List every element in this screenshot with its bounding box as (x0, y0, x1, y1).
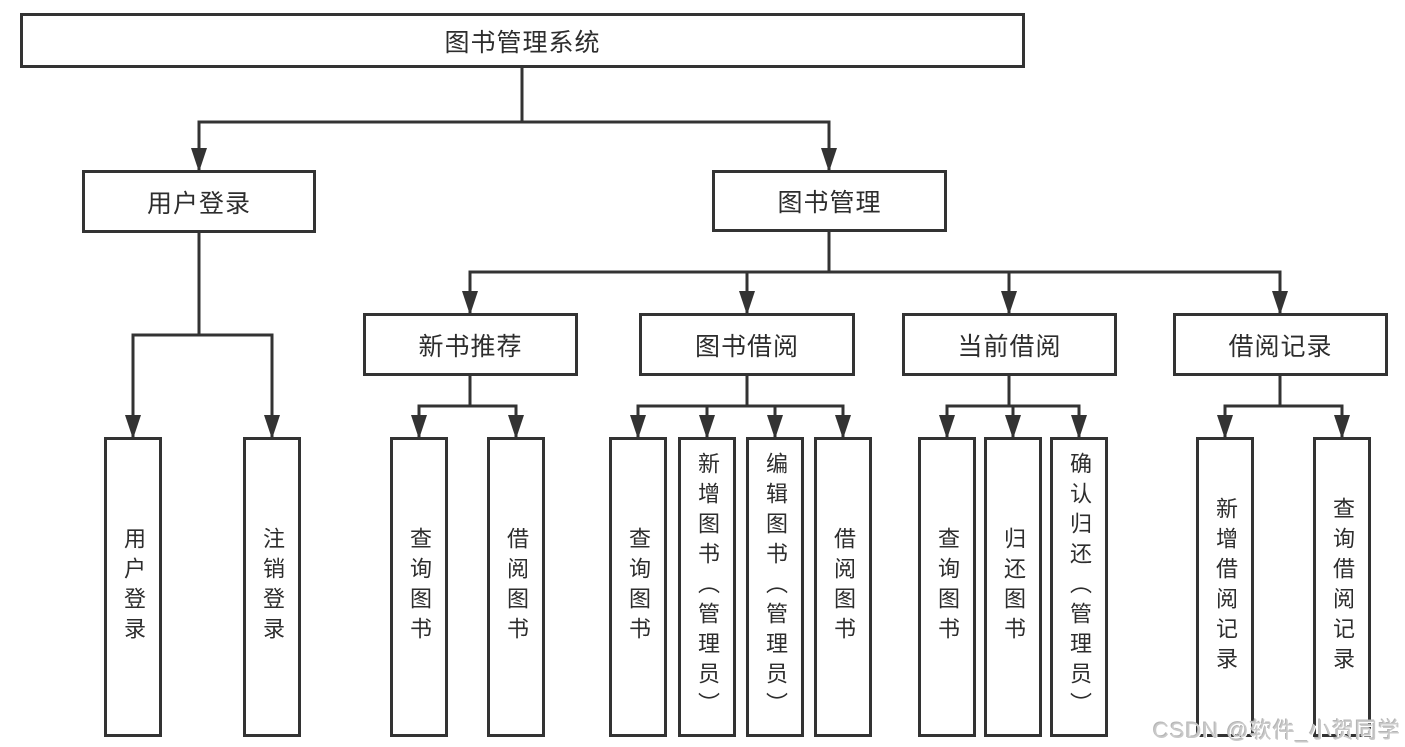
edge-root-login (197, 68, 524, 170)
node-login: 用户登录 (82, 170, 316, 233)
node-leaf-query-books-1: 查询图书 (390, 437, 448, 737)
edge-book-borrow-leaf-add-book (705, 376, 749, 437)
arrowhead-book-mgmt (821, 148, 837, 172)
edge-current-borrow-leaf-confirm-return (1007, 376, 1081, 437)
node-leaf-borrow-books-2: 借阅图书 (814, 437, 872, 737)
node-leaf-query-books-3: 查询图书 (918, 437, 976, 737)
edge-new-books-leaf-borrow-books-1 (468, 376, 518, 437)
node-leaf-logout: 注销登录 (243, 437, 301, 737)
edge-book-mgmt-book-borrow (745, 232, 831, 313)
node-book-borrow: 图书借阅 (639, 313, 855, 376)
node-leaf-add-book: 新增图书（管理员） (678, 437, 736, 737)
node-leaf-query-record: 查询借阅记录 (1313, 437, 1371, 737)
arrowhead-leaf-add-record (1217, 415, 1233, 439)
edge-book-mgmt-borrow-records (827, 232, 1282, 313)
node-leaf-user-login: 用户登录 (104, 437, 162, 737)
node-leaf-confirm-return: 确认归还（管理员） (1050, 437, 1108, 737)
node-root: 图书管理系统 (20, 13, 1025, 68)
arrowhead-leaf-borrow-books-1 (508, 415, 524, 439)
node-borrow-records: 借阅记录 (1173, 313, 1388, 376)
node-leaf-add-record: 新增借阅记录 (1196, 437, 1254, 737)
edge-login-leaf-logout (197, 233, 274, 437)
arrowhead-leaf-return-book (1005, 415, 1021, 439)
edge-root-book-mgmt (520, 68, 831, 170)
arrowhead-leaf-query-books-2 (630, 415, 646, 439)
arrowhead-leaf-logout (264, 415, 280, 439)
edge-borrow-records-leaf-query-record (1278, 376, 1344, 437)
arrowhead-leaf-query-books-1 (411, 415, 427, 439)
arrowhead-leaf-add-book (699, 415, 715, 439)
node-leaf-edit-book: 编辑图书（管理员） (746, 437, 804, 737)
arrowhead-leaf-borrow-books-2 (835, 415, 851, 439)
edge-new-books-leaf-query-books-1 (417, 376, 472, 437)
arrowhead-login (191, 148, 207, 172)
arrowhead-borrow-records (1272, 291, 1288, 315)
csdn-watermark: CSDN @软件_小贺同学 (1152, 718, 1401, 743)
arrowhead-leaf-query-record (1334, 415, 1350, 439)
edge-book-borrow-leaf-borrow-books-2 (745, 376, 845, 437)
arrowhead-leaf-user-login (125, 415, 141, 439)
arrowhead-current-borrow (1001, 291, 1017, 315)
edge-login-leaf-user-login (131, 233, 201, 437)
arrowhead-leaf-confirm-return (1071, 415, 1087, 439)
node-current-borrow: 当前借阅 (902, 313, 1117, 376)
arrowhead-book-borrow (739, 291, 755, 315)
arrowhead-new-books (462, 291, 478, 315)
edge-borrow-records-leaf-add-record (1223, 376, 1282, 437)
node-new-books: 新书推荐 (363, 313, 578, 376)
node-leaf-return-book: 归还图书 (984, 437, 1042, 737)
arrowhead-leaf-query-books-3 (939, 415, 955, 439)
node-leaf-query-books-2: 查询图书 (609, 437, 667, 737)
node-leaf-borrow-books-1: 借阅图书 (487, 437, 545, 737)
arrowhead-leaf-edit-book (767, 415, 783, 439)
node-book-mgmt: 图书管理 (712, 170, 947, 232)
edge-current-borrow-leaf-query-books-3 (945, 376, 1011, 437)
